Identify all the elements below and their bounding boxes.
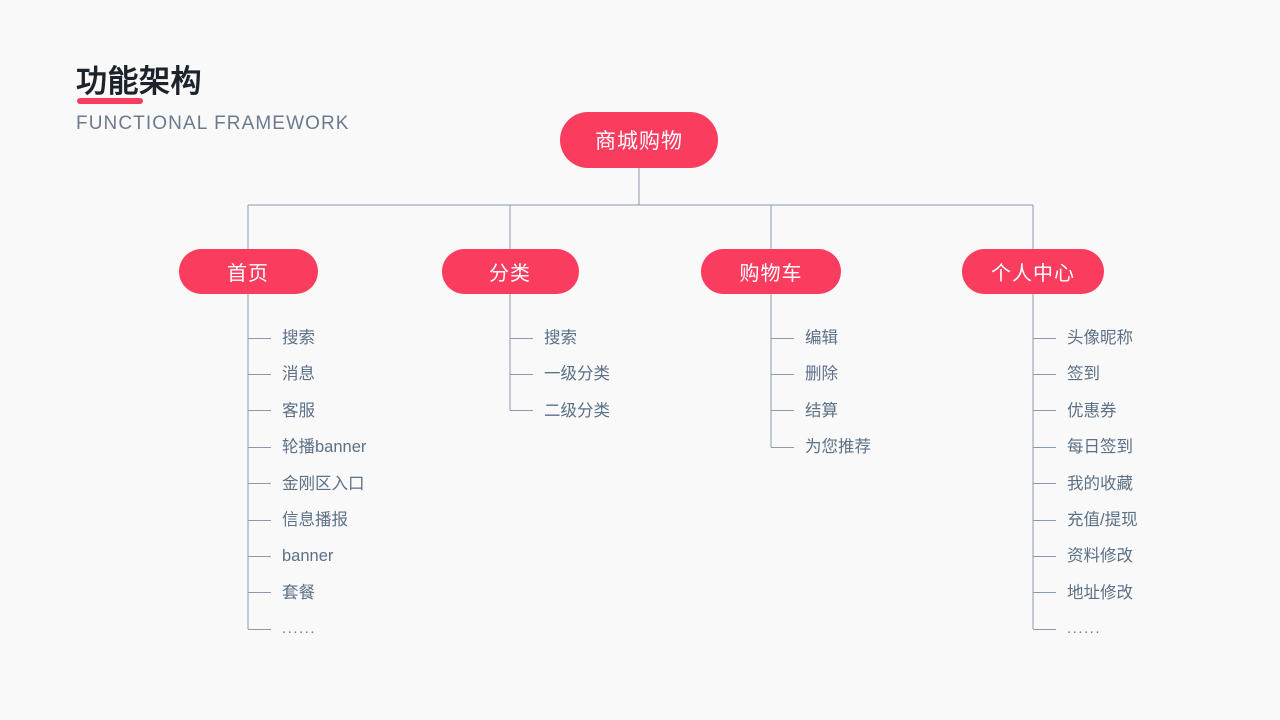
leaf-item[interactable]: 信息播报 [248, 509, 348, 531]
leaf-item-label: 每日签到 [1067, 438, 1133, 457]
leaf-item[interactable]: 删除 [771, 363, 838, 385]
leaf-connector-dash [248, 373, 271, 375]
leaf-item[interactable]: 优惠券 [1033, 400, 1117, 422]
leaf-item-label: 优惠券 [1067, 401, 1117, 420]
leaf-connector-dash [771, 410, 794, 412]
node-root-label: 商城购物 [595, 130, 683, 153]
leaf-item[interactable]: 二级分类 [510, 400, 610, 422]
leaf-item[interactable]: banner [248, 545, 333, 567]
leaf-item[interactable]: 地址修改 [1033, 582, 1133, 604]
leaf-connector-dash [510, 337, 533, 339]
leaf-item-label: 信息播报 [282, 511, 348, 529]
leaf-item[interactable]: 充值/提现 [1033, 509, 1138, 531]
page-title: 功能架构 [76, 64, 202, 99]
leaf-connector-dash [1033, 592, 1056, 594]
leaf-connector-dash [1033, 446, 1056, 448]
leaf-item[interactable]: 结算 [771, 400, 838, 422]
leaf-item[interactable]: 金刚区入口 [248, 473, 365, 495]
leaf-connector-dash [248, 337, 271, 339]
leaf-item[interactable]: 编辑 [771, 327, 838, 349]
leaf-item-label: 套餐 [282, 583, 315, 602]
leaf-connector-dash [248, 410, 271, 412]
leaf-item-label: 充值/提现 [1067, 511, 1138, 529]
page-header: 功能架构 FUNCTIONAL FRAMEWORK [76, 62, 536, 137]
leaf-item-label: 签到 [1067, 365, 1100, 384]
leaf-item-label: 我的收藏 [1067, 474, 1133, 493]
leaf-item-label: 编辑 [805, 329, 838, 347]
leaf-connector-dash [1033, 519, 1056, 521]
leaf-item[interactable]: 为您推荐 [771, 436, 871, 458]
node-branch-1[interactable]: 首页 [178, 249, 318, 294]
page-subtitle: FUNCTIONAL FRAMEWORK [76, 113, 350, 134]
title-accent-underline [77, 98, 143, 104]
leaf-item-label: 为您推荐 [805, 438, 871, 457]
leaf-connector-dash [248, 555, 271, 557]
leaf-item-label: 结算 [805, 401, 838, 420]
leaf-item-label: 一级分类 [544, 365, 610, 384]
leaf-item[interactable]: 每日签到 [1033, 436, 1133, 458]
leaf-item-label: banner [282, 547, 334, 566]
leaf-item-label: 消息 [282, 365, 315, 384]
leaf-item-label: 金刚区入口 [282, 474, 365, 493]
leaf-connector-dash [1033, 483, 1056, 485]
leaf-connector-dash [1033, 410, 1056, 412]
leaf-item-more[interactable]: ...... [248, 618, 316, 640]
leaf-connector-dash [248, 519, 271, 521]
leaf-connector-dash [1033, 555, 1056, 557]
leaf-item-label: 资料修改 [1067, 547, 1133, 566]
leaf-item[interactable]: 资料修改 [1033, 545, 1133, 567]
leaf-connector-dash [1033, 373, 1056, 375]
leaf-item-more[interactable]: ...... [1033, 618, 1101, 640]
leaf-item-label: 二级分类 [544, 401, 610, 420]
leaf-item-label: 地址修改 [1067, 583, 1133, 602]
leaf-item-label: ...... [1067, 620, 1102, 638]
node-branch-2[interactable]: 分类 [441, 249, 579, 294]
leaf-connector-dash [1033, 628, 1056, 630]
node-branch-4[interactable]: 个人中心 [962, 249, 1104, 294]
node-branch-3[interactable]: 购物车 [701, 249, 841, 294]
leaf-item[interactable]: 套餐 [248, 582, 315, 604]
leaf-item-label: 删除 [805, 365, 838, 384]
leaf-item[interactable]: 我的收藏 [1033, 473, 1133, 495]
node-branch-label: 个人中心 [991, 263, 1075, 285]
node-root[interactable]: 商城购物 [560, 112, 718, 168]
node-branch-label: 首页 [227, 263, 269, 285]
leaf-item-label: 轮播banner [282, 438, 367, 457]
leaf-connector-dash [510, 410, 533, 412]
leaf-item-label: 头像昵称 [1067, 329, 1133, 347]
leaf-item[interactable]: 客服 [248, 400, 315, 422]
leaf-connector-dash [248, 446, 271, 448]
leaf-item[interactable]: 消息 [248, 363, 315, 385]
node-branch-label: 购物车 [739, 263, 803, 285]
leaf-connector-dash [771, 373, 794, 375]
leaf-connector-dash [771, 337, 794, 339]
leaf-connector-dash [248, 628, 271, 630]
leaf-item-label: ...... [282, 620, 317, 638]
leaf-item[interactable]: 轮播banner [248, 436, 366, 458]
leaf-connector-dash [248, 592, 271, 594]
leaf-connector-dash [771, 446, 794, 448]
node-branch-label: 分类 [489, 263, 531, 285]
leaf-item[interactable]: 一级分类 [510, 363, 610, 385]
leaf-connector-dash [1033, 337, 1056, 339]
leaf-item[interactable]: 签到 [1033, 363, 1100, 385]
leaf-item[interactable]: 头像昵称 [1033, 327, 1133, 349]
leaf-item-label: 客服 [282, 401, 315, 420]
leaf-connector-dash [510, 373, 533, 375]
leaf-item[interactable]: 搜索 [248, 327, 315, 349]
leaf-item-label: 搜索 [544, 329, 577, 347]
leaf-item-label: 搜索 [282, 329, 315, 347]
leaf-connector-dash [248, 483, 271, 485]
leaf-item[interactable]: 搜索 [510, 327, 577, 349]
